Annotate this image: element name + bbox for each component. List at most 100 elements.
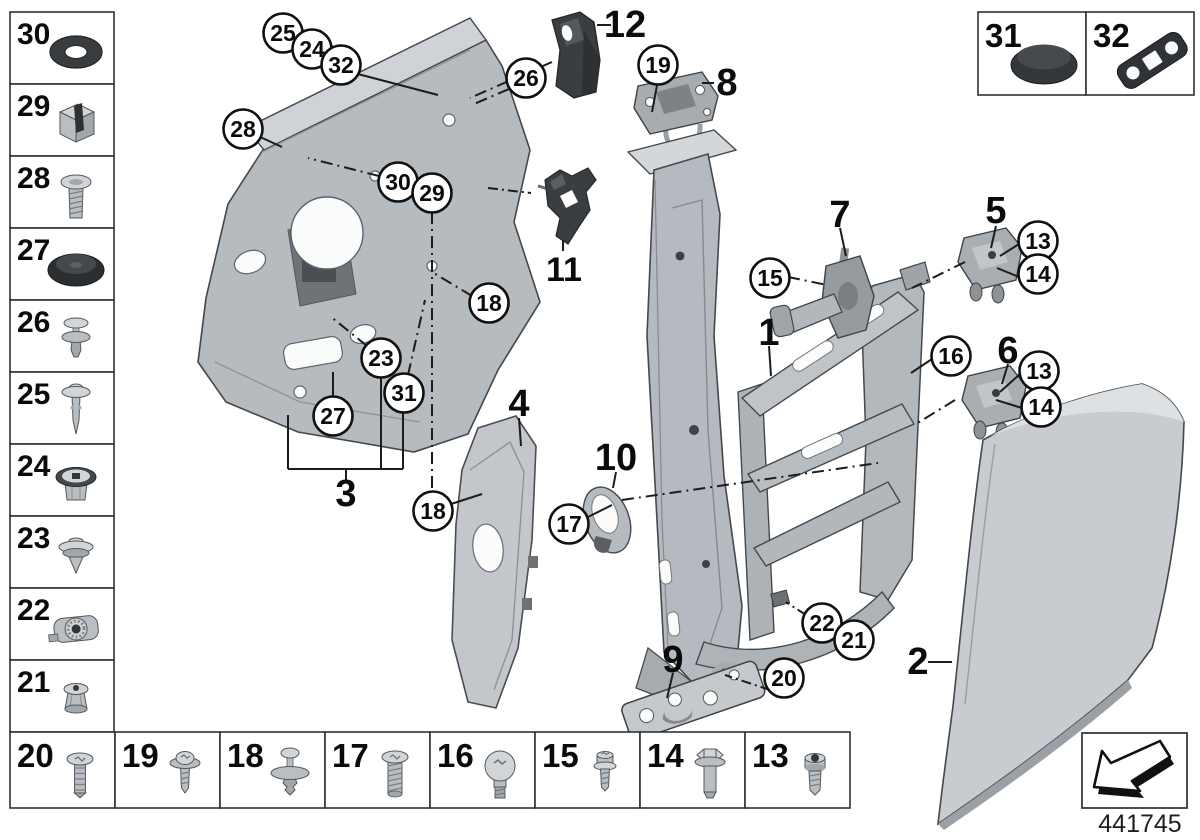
callout-number: 31 <box>391 380 417 406</box>
washer-clip-icon <box>58 537 94 575</box>
callout-22[interactable]: 22 <box>801 602 843 644</box>
legend-number: 26 <box>17 306 50 339</box>
legend-cell-23[interactable]: 23 <box>9 515 115 589</box>
legend-cell-16[interactable]: 16 <box>429 731 536 809</box>
callout-number: 26 <box>513 65 539 91</box>
callout-number: 20 <box>771 665 797 691</box>
callout-14[interactable]: 14 <box>1017 253 1059 295</box>
legend-cell-28[interactable]: 28 <box>9 155 115 229</box>
callout-18[interactable]: 18 <box>468 282 510 324</box>
legend-cell-14[interactable]: 14 <box>639 731 746 809</box>
legend-number: 30 <box>17 18 50 51</box>
legend-cell-30[interactable]: 30 <box>9 11 115 85</box>
callout-number: 15 <box>757 265 783 291</box>
callout-number: 30 <box>385 169 411 195</box>
callout-number: 14 <box>1025 261 1051 287</box>
legend-number: 16 <box>437 737 474 774</box>
legend-cell-17[interactable]: 17 <box>324 731 431 809</box>
callout-19[interactable]: 19 <box>637 44 679 86</box>
cage-nut-icon <box>48 615 99 643</box>
highlight-group: 11 <box>546 240 582 289</box>
callout-29[interactable]: 29 <box>411 172 453 214</box>
label-5[interactable]: 5 <box>985 190 1006 232</box>
label-3[interactable]: 3 <box>335 473 356 515</box>
callout-13[interactable]: 13 <box>1018 350 1060 392</box>
callout-number: 27 <box>320 403 346 429</box>
callout-17[interactable]: 17 <box>548 503 590 545</box>
round-torx-screw-icon <box>484 750 516 799</box>
rear-frame-part <box>695 261 931 672</box>
label-2[interactable]: 2 <box>907 641 928 683</box>
pan-head-screw-icon <box>60 174 92 219</box>
callout-number: 18 <box>476 290 502 316</box>
legend-number: 25 <box>17 378 50 411</box>
legend-cell-13[interactable]: 13 <box>744 731 851 809</box>
callout-number: 18 <box>420 498 446 524</box>
leader-lines <box>257 24 1023 699</box>
panel-4-part <box>451 415 538 709</box>
legend-number: 14 <box>647 737 684 774</box>
check-strap-7-part <box>769 247 875 339</box>
callout-28[interactable]: 28 <box>222 108 264 150</box>
label-9[interactable]: 9 <box>662 639 683 681</box>
callout-number: 21 <box>841 627 867 653</box>
legend-number: 18 <box>227 737 264 774</box>
legend-number: 32 <box>1093 17 1130 54</box>
callout-number: 29 <box>419 180 445 206</box>
socket-grommet-icon <box>55 467 97 501</box>
callout-15[interactable]: 15 <box>749 257 791 299</box>
double-disc-rivet-icon <box>61 317 91 358</box>
callout-30[interactable]: 30 <box>377 161 419 203</box>
legend-cell-25[interactable]: 25 <box>9 371 115 445</box>
legend-cell-27[interactable]: 27 <box>9 227 115 301</box>
legend-number: 31 <box>985 17 1022 54</box>
callout-number: 23 <box>368 345 394 371</box>
label-8[interactable]: 8 <box>716 62 737 104</box>
legend-cell-19[interactable]: 19 <box>114 731 221 809</box>
callout-18[interactable]: 18 <box>412 490 454 532</box>
callout-16[interactable]: 16 <box>930 335 972 377</box>
label-10[interactable]: 10 <box>595 437 637 479</box>
legend-cell-29[interactable]: 29 <box>9 83 115 157</box>
legend-number: 27 <box>17 234 50 267</box>
push-rivet-icon <box>270 747 310 796</box>
legend-cell-18[interactable]: 18 <box>219 731 326 809</box>
callout-number: 17 <box>556 511 582 537</box>
clip-nut-icon <box>58 103 96 143</box>
callout-26[interactable]: 26 <box>505 57 547 99</box>
callout-number: 16 <box>938 343 964 369</box>
callout-number: 19 <box>645 52 671 78</box>
label-7[interactable]: 7 <box>829 194 850 236</box>
legend-cell-26[interactable]: 26 <box>9 299 115 373</box>
callout-number: 32 <box>328 52 354 78</box>
legend-cell-24[interactable]: 24 <box>9 443 115 517</box>
ribbed-screw-icon <box>66 752 94 799</box>
callout-14[interactable]: 14 <box>1020 386 1062 428</box>
legend-cell-21[interactable]: 21 <box>9 659 115 733</box>
legend-cell-20[interactable]: 20 <box>9 731 116 809</box>
back-arrow-icon <box>1092 739 1172 793</box>
callout-31[interactable]: 31 <box>383 372 425 414</box>
callout-23[interactable]: 23 <box>360 337 402 379</box>
legend-number: 15 <box>542 737 579 774</box>
nav-arrow-box[interactable] <box>1081 732 1188 809</box>
label-11[interactable]: 11 <box>546 251 582 289</box>
label-6[interactable]: 6 <box>997 330 1018 372</box>
legend-number: 23 <box>17 522 50 555</box>
callout-21[interactable]: 21 <box>833 619 875 661</box>
hinge-5-part <box>957 227 1023 304</box>
label-4[interactable]: 4 <box>508 383 529 425</box>
legend-cell-31[interactable]: 31 <box>977 11 1087 96</box>
label-12[interactable]: 12 <box>604 4 646 46</box>
callout-20[interactable]: 20 <box>763 657 805 699</box>
legend-number: 21 <box>17 666 50 699</box>
callout-27[interactable]: 27 <box>312 395 354 437</box>
long-expanding-rivet-icon <box>61 383 91 435</box>
legend-cell-32[interactable]: 32 <box>1085 11 1195 96</box>
legend-cell-22[interactable]: 22 <box>9 587 115 661</box>
socket-head-screw-icon <box>804 753 826 796</box>
label-1[interactable]: 1 <box>758 312 779 354</box>
legend-cell-15[interactable]: 15 <box>534 731 641 809</box>
callout-32[interactable]: 32 <box>320 44 362 86</box>
